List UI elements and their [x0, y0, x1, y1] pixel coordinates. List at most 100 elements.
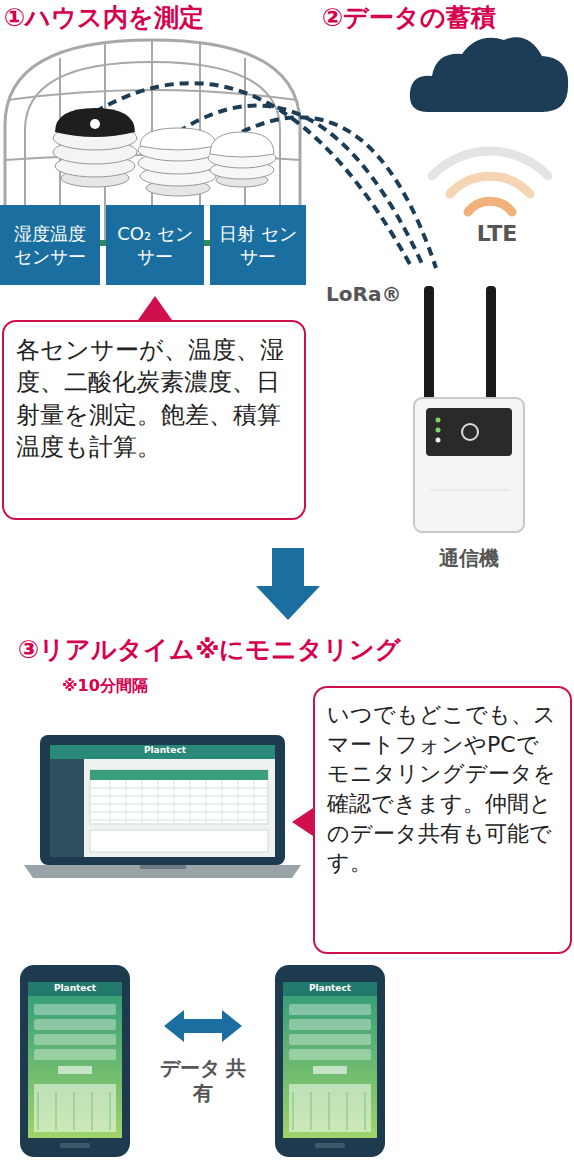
- callout-text: 各センサーが、温度、湿度、二酸化炭素濃度、日射量を測定。飽差、積算温度も計算。: [16, 334, 292, 464]
- laptop-part-part: [254, 780, 255, 824]
- callout-text: いつでもどこでも、スマートフォンやPCでモニタリングデータを確認できます。仲間と…: [327, 700, 558, 878]
- laptop-part-part: [222, 780, 223, 824]
- communication-device-part: [486, 286, 496, 408]
- lte-waves: [432, 151, 548, 212]
- laptop-part-part: [90, 788, 268, 789]
- communication-device-part: [436, 418, 441, 423]
- phone-right-part-part: [365, 1092, 366, 1130]
- phone-right-part-part: [289, 1049, 371, 1060]
- laptop-part: [90, 770, 268, 824]
- sensor-name: 湿度温度 センサー: [4, 222, 96, 269]
- phone-left-part: [28, 982, 122, 996]
- note-label: ※10分間隔: [62, 676, 262, 696]
- phone-right-part-part: [289, 1019, 371, 1030]
- sensor-name: CO₂ センサー: [110, 222, 200, 269]
- phone-left-part-part: [34, 1049, 116, 1060]
- sensor-black: [53, 108, 137, 187]
- sensor-name: 日射 センサー: [214, 222, 302, 269]
- sensor-white-1: [138, 128, 218, 196]
- laptop-part-part: [158, 780, 159, 824]
- arrow-label: データ 共有: [158, 1056, 248, 1106]
- laptop-part-part: [238, 780, 239, 824]
- laptop-part: [40, 735, 285, 865]
- sensor-black-part: [55, 108, 135, 137]
- laptop-part-part: [174, 780, 175, 824]
- phone-left-part-part: [92, 1092, 93, 1130]
- pointer-callout-1: [138, 296, 172, 320]
- protocol-label: LoRa®: [326, 282, 426, 307]
- screen-title: Plantect: [295, 983, 365, 994]
- phone-left-part-part: [38, 1092, 39, 1130]
- protocol-label: LTE: [462, 220, 532, 248]
- sensor-box: 日射 センサー: [210, 205, 306, 285]
- laptop-part-part: [190, 780, 191, 824]
- communication-device-part: [426, 408, 512, 456]
- phone-right-part-part: [289, 1084, 371, 1132]
- phone-right-part-part: [313, 1066, 347, 1074]
- callout-box: 各センサーが、温度、湿度、二酸化炭素濃度、日射量を測定。飽差、積算温度も計算。: [2, 320, 306, 520]
- phone-left-part-part: [34, 1084, 116, 1132]
- laptop-part-part: [142, 780, 143, 824]
- callout-box: いつでもどこでも、スマートフォンやPCでモニタリングデータを確認できます。仲間と…: [313, 686, 572, 954]
- communication-device-part: [436, 428, 441, 433]
- laptop-part-part: [206, 780, 207, 824]
- laptop-part: [90, 830, 268, 852]
- phone-left-part: [60, 1143, 90, 1148]
- lte-waves-part: [432, 151, 548, 176]
- dashed-radio-links: [95, 83, 436, 268]
- communication-device-part: [424, 286, 434, 408]
- phone-left-part-part: [34, 1004, 116, 1015]
- screen-title: Plantect: [130, 745, 200, 756]
- share-double-arrow: [164, 1010, 242, 1042]
- sensor-black-part: [90, 119, 100, 129]
- phone-right-part-part: [289, 1004, 371, 1015]
- section-heading: ③リアルタイム※にモニタリング: [18, 634, 498, 665]
- laptop-part: [50, 745, 275, 857]
- laptop-part-part: [90, 820, 268, 821]
- phone-left-part-part: [34, 1019, 116, 1030]
- phone-right-part-part: [311, 1092, 312, 1130]
- sensor-white-2-part: [210, 132, 274, 157]
- sensor-box: 湿度温度 センサー: [0, 205, 100, 285]
- communication-device-part: [430, 490, 510, 491]
- device-label: 通信機: [414, 546, 524, 571]
- phone-left-part-part: [110, 1092, 111, 1130]
- phone-right-part: [315, 1143, 345, 1148]
- phone-right-part-part: [329, 1092, 330, 1130]
- sensor-white-1-part: [140, 128, 216, 150]
- lte-waves-part: [468, 201, 512, 212]
- phone-left-part-part: [74, 1092, 75, 1130]
- phone-left-part-part: [34, 1034, 116, 1045]
- sensor-white-2: [208, 132, 276, 187]
- laptop: [24, 735, 301, 878]
- laptop-part: [24, 865, 301, 878]
- screen-title: Plantect: [40, 983, 110, 994]
- section-heading: ②データの蓄積: [322, 2, 572, 33]
- phone-left-part: [28, 982, 122, 1138]
- laptop-part-part: [90, 796, 268, 797]
- down-arrow: [256, 548, 320, 620]
- pointer-callout-2: [292, 808, 313, 836]
- phone-left-part: [20, 965, 130, 1157]
- phone-right-part-part: [347, 1092, 348, 1130]
- dashed-radio-links-part: [95, 83, 412, 268]
- laptop-part-part: [90, 804, 268, 805]
- sensor-box: CO₂ センサー: [106, 205, 204, 285]
- laptop-part: [50, 759, 84, 857]
- laptop-part: [140, 865, 186, 869]
- phone-right: [275, 965, 385, 1157]
- phone-right-part: [289, 1004, 371, 1132]
- phone-right-part: [283, 982, 377, 1138]
- communication-device-part: [436, 438, 441, 443]
- laptop-part: [50, 745, 275, 759]
- communication-device-part: [414, 398, 524, 532]
- phone-left-part-part: [56, 1092, 57, 1130]
- phone-right-part: [275, 965, 385, 1157]
- laptop-part: [90, 770, 268, 780]
- laptop-part-part: [126, 780, 127, 824]
- phone-left-part: [34, 1004, 116, 1132]
- section-heading: ①ハウス内を測定: [4, 2, 314, 33]
- phone-left-part-part: [58, 1066, 92, 1074]
- laptop-part-part: [110, 780, 111, 824]
